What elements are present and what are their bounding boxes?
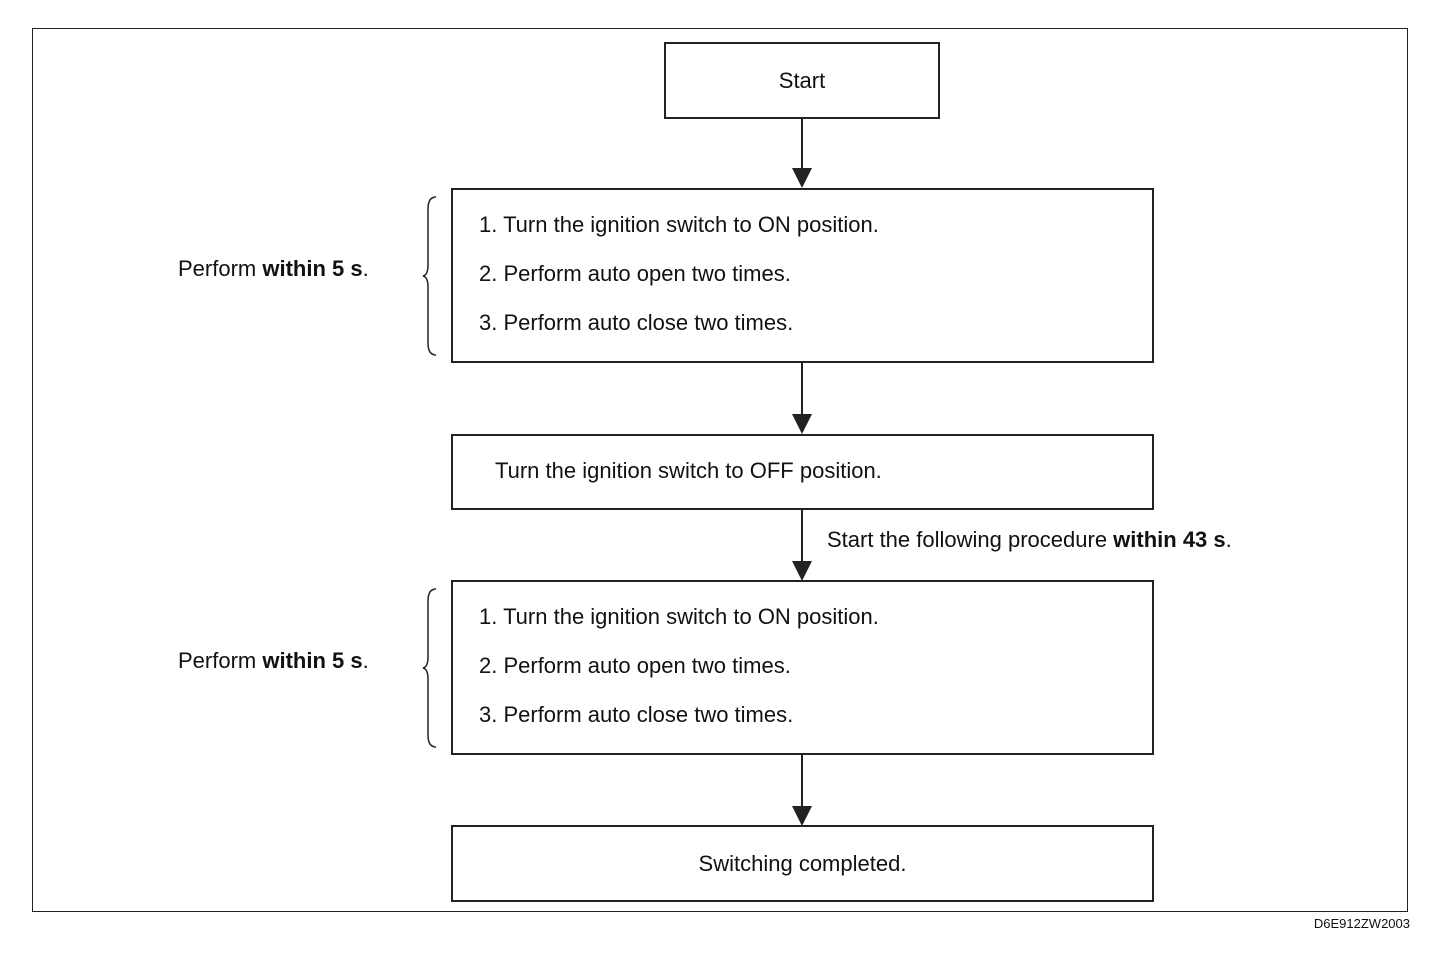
- step-1-1: 1. Turn the ignition switch to ON positi…: [479, 212, 879, 237]
- arrowhead-1: [792, 168, 812, 188]
- arrowhead-3: [792, 561, 812, 581]
- arrow-shaft-3: [801, 510, 803, 562]
- timing-note-2-prefix: Perform: [178, 648, 263, 673]
- arrow-shaft-4: [801, 755, 803, 807]
- transition-note: Start the following procedure within 43 …: [827, 527, 1232, 553]
- step-2-3: 3. Perform auto close two times.: [479, 702, 794, 727]
- brace-1: [422, 196, 437, 356]
- start-label: Start: [778, 67, 826, 93]
- timing-note-1-prefix: Perform: [178, 256, 263, 281]
- timing-note-1: Perform within 5 s.: [178, 256, 369, 282]
- diagram-frame: [32, 28, 1408, 912]
- brace-2: [422, 588, 437, 748]
- arrowhead-2: [792, 414, 812, 434]
- timing-note-2-bold: within 5 s: [262, 648, 363, 673]
- arrowhead-4: [792, 806, 812, 826]
- start-box: Start: [664, 42, 940, 119]
- transition-note-suffix: .: [1225, 527, 1232, 552]
- timing-note-2-suffix: .: [362, 648, 369, 673]
- arrow-shaft-2: [801, 363, 803, 415]
- end-box: Switching completed.: [451, 825, 1154, 902]
- end-label: Switching completed.: [698, 850, 907, 876]
- transition-note-bold: within 43 s: [1113, 527, 1226, 552]
- step-group-2-box: 1. Turn the ignition switch to ON positi…: [451, 580, 1154, 755]
- step-group-1-box: 1. Turn the ignition switch to ON positi…: [451, 188, 1154, 363]
- timing-note-2: Perform within 5 s.: [178, 648, 369, 674]
- timing-note-1-bold: within 5 s: [262, 256, 363, 281]
- step-1-3: 3. Perform auto close two times.: [479, 310, 794, 335]
- step-2-1: 1. Turn the ignition switch to ON positi…: [479, 604, 879, 629]
- step-2-2: 2. Perform auto open two times.: [479, 653, 791, 678]
- ignition-off-box: Turn the ignition switch to OFF position…: [451, 434, 1154, 510]
- transition-note-prefix: Start the following procedure: [827, 527, 1114, 552]
- step-1-2: 2. Perform auto open two times.: [479, 261, 791, 286]
- arrow-shaft-1: [801, 119, 803, 169]
- ignition-off-label: Turn the ignition switch to OFF position…: [495, 458, 882, 483]
- timing-note-1-suffix: .: [362, 256, 369, 281]
- figure-code: D6E912ZW2003: [1313, 916, 1410, 931]
